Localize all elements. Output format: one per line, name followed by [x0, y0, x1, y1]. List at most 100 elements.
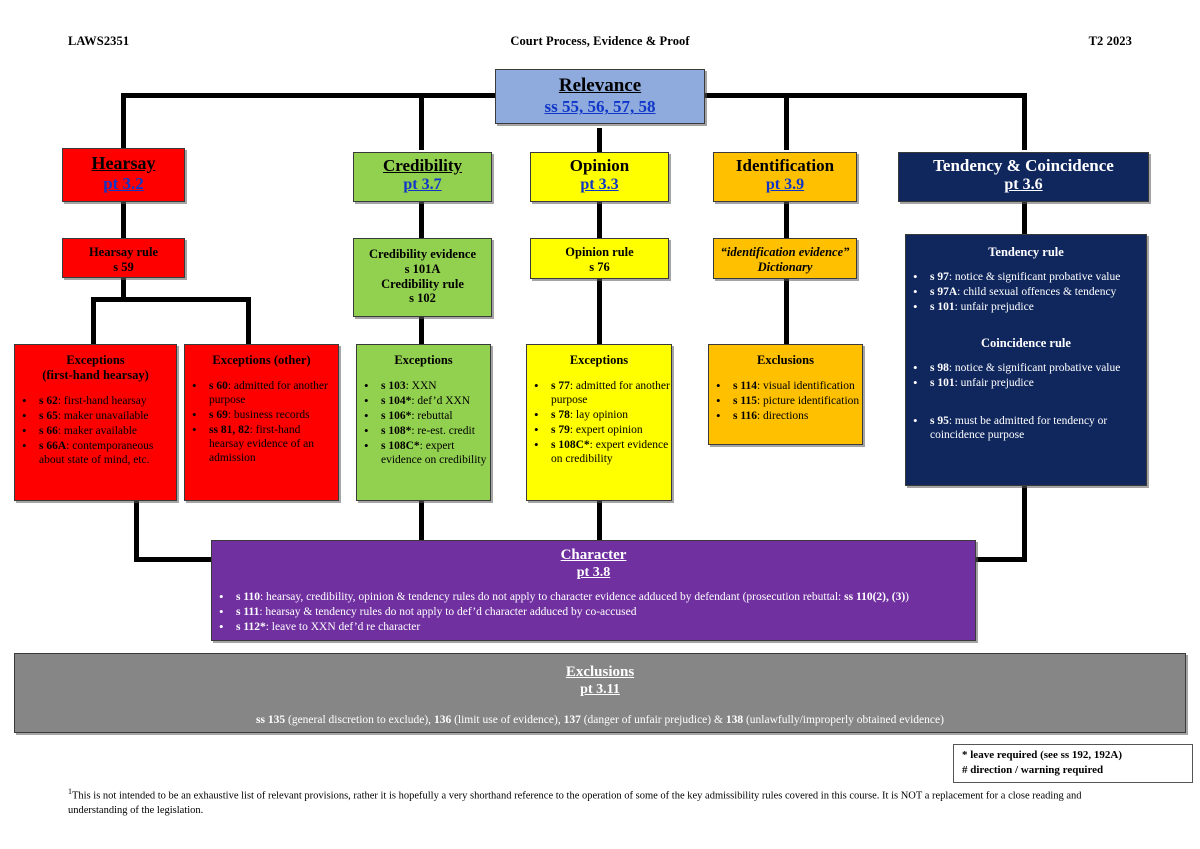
node-identification-exclusions[interactable]: Exclusions s 114: visual identification …	[708, 344, 863, 445]
connector-credibility-bottom-drop	[419, 500, 424, 542]
connector-opinion-bottom-drop	[597, 500, 602, 542]
list-item: s 116: directions	[709, 408, 862, 424]
list-item: s 60: admitted for another purpose	[185, 378, 338, 407]
list-item: s 106*: rebuttal	[357, 408, 490, 424]
list-item: s 69: business records	[185, 407, 338, 423]
item-text: : admitted for another purpose	[551, 379, 670, 406]
detail-plain-0: (general discretion to exclude),	[285, 714, 434, 727]
list-item: s 103: XXN	[357, 378, 490, 394]
item-text: : visual identification	[756, 379, 855, 392]
node-opinion[interactable]: Opinion pt 3.3	[530, 152, 669, 202]
item-ref: s 110	[236, 591, 260, 604]
connector-credibility-to-rule	[419, 202, 424, 238]
item-ref: s 79	[551, 423, 570, 436]
node-credibility-title: Credibility	[382, 156, 463, 175]
item-text: : re-est. credit	[411, 424, 475, 437]
node-opinion-rule[interactable]: Opinion rule s 76	[530, 238, 669, 279]
item-ref: s 66A	[39, 439, 67, 452]
item-text: : XXN	[405, 379, 437, 392]
item-text: : def’d XXN	[411, 394, 471, 407]
node-character[interactable]: Character pt 3.8 s 110: hearsay, credibi…	[211, 540, 976, 641]
item-ref: s 108C*	[381, 439, 420, 452]
node-identification-rule[interactable]: “identification evidence” Dictionary	[713, 238, 857, 279]
item-ref: s 111	[236, 606, 260, 619]
item-text: : expert opinion	[569, 423, 643, 436]
item-text: : maker unavailable	[57, 409, 149, 422]
connector-drop-hearsay	[121, 93, 126, 150]
node-relevance-title: Relevance	[558, 75, 642, 96]
list-item: s 66: maker available	[15, 423, 176, 439]
list-item: s 78: lay opinion	[527, 407, 671, 423]
connector-hearsay-split-left	[91, 297, 96, 345]
node-opinion-exceptions[interactable]: Exceptions s 77: admitted for another pu…	[526, 344, 672, 501]
item-ref: ss 81, 82	[209, 423, 250, 436]
node-hearsay-exceptions-other[interactable]: Exceptions (other) s 60: admitted for an…	[184, 344, 339, 501]
list-item: s 108C*: expert evidence on credibility	[357, 438, 490, 467]
list-item: s 79: expert opinion	[527, 422, 671, 438]
credibility-rule-line4: s 102	[409, 291, 436, 306]
node-credibility-exceptions[interactable]: Exceptions s 103: XXN s 104*: def’d XXN …	[356, 344, 491, 501]
list-item: s 108*: re-est. credit	[357, 423, 490, 439]
connector-hearsay-to-rule	[121, 202, 126, 238]
connector-drop-credibility	[419, 93, 424, 150]
item-text: : unfair prejudice	[954, 376, 1034, 389]
node-tendency-rules[interactable]: Tendency rule s 97: notice & significant…	[905, 234, 1147, 486]
exceptions-first-hand-title-2: (first-hand hearsay)	[42, 367, 149, 382]
node-exclusions-bar[interactable]: Exclusions pt 3.11 ss 135 (general discr…	[14, 653, 1186, 733]
node-tendency[interactable]: Tendency & Coincidence pt 3.6	[898, 152, 1149, 202]
coincidence-rule-list: s 98: notice & significant probative val…	[906, 360, 1146, 391]
node-opinion-title: Opinion	[569, 156, 630, 175]
detail-bold-1: 136	[433, 714, 452, 727]
detail-bold-2: 137	[563, 714, 581, 727]
item-ref: s 101	[930, 376, 955, 389]
item-ref: s 66	[39, 424, 58, 437]
exclusions-bar-detail: ss 135 (general discretion to exclude), …	[15, 714, 1185, 728]
legend-line-2: # direction / warning required	[962, 763, 1104, 776]
item-ref: s 97	[930, 270, 949, 283]
connector-hearsay-split	[91, 297, 251, 302]
item-text: : contemporaneous about state of mind, e…	[39, 439, 154, 466]
footnote-marker: 1	[68, 787, 72, 796]
item-text: : expert evidence on credibility	[551, 438, 669, 465]
character-list: s 110: hearsay, credibility, opinion & t…	[212, 589, 975, 635]
node-identification[interactable]: Identification pt 3.9	[713, 152, 857, 202]
list-item: ss 81, 82: first-hand hearsay evidence o…	[185, 422, 338, 465]
footnote-text: This is not intended to be an exhaustive…	[68, 790, 1082, 816]
item-ref: s 114	[733, 379, 757, 392]
node-relevance[interactable]: Relevance ss 55, 56, 57, 58	[495, 69, 705, 124]
node-relevance-sections: ss 55, 56, 57, 58	[544, 97, 656, 117]
node-hearsay-exceptions-first-hand[interactable]: Exceptions (first-hand hearsay) s 62: fi…	[14, 344, 177, 501]
connector-drop-tendency	[1022, 93, 1027, 150]
list-item: s 101: unfair prejudice	[906, 299, 1146, 315]
node-credibility[interactable]: Credibility pt 3.7	[353, 152, 492, 202]
header-course-code: LAWS2351	[68, 34, 130, 48]
list-item: s 62: first-hand hearsay	[15, 392, 176, 408]
node-credibility-rule[interactable]: Credibility evidence s 101A Credibility …	[353, 238, 492, 317]
connector-hearsay-bottom-run	[134, 557, 214, 562]
item-ref: s 95	[930, 414, 949, 427]
list-item: s 111: hearsay & tendency rules do not a…	[212, 604, 975, 620]
list-item: s 66A: contemporaneous about state of mi…	[15, 438, 176, 467]
coincidence-rule-title: Coincidence rule	[981, 335, 1071, 350]
exceptions-first-hand-title-1: Exceptions	[66, 353, 125, 367]
connector-tendency-to-rule	[1022, 202, 1027, 234]
item-text: : child sexual offences & tendency	[957, 285, 1117, 298]
node-tendency-title: Tendency & Coincidence	[933, 156, 1114, 175]
item-ref: s 115	[733, 394, 757, 407]
detail-bold-0: ss 135	[256, 714, 286, 727]
item-text: : picture identification	[756, 394, 860, 407]
tendency-extra-list: s 95: must be admitted for tendency or c…	[906, 413, 1146, 442]
item-ref-2: ss 110(2), (3)	[844, 591, 906, 604]
connector-tendency-bottom-run	[972, 557, 1027, 562]
item-text: : notice & significant probative value	[948, 361, 1121, 374]
identification-rule-line1: “identification evidence”	[720, 245, 850, 259]
item-text: : hearsay & tendency rules do not apply …	[259, 606, 637, 619]
node-hearsay[interactable]: Hearsay pt 3.2	[62, 148, 185, 202]
connector-tendency-bottom-drop	[1022, 485, 1027, 562]
node-hearsay-rule[interactable]: Hearsay rule s 59	[62, 238, 185, 278]
detail-plain-3: (unlawfully/improperly obtained evidence…	[743, 714, 944, 727]
credibility-rule-line1: Credibility evidence	[368, 247, 477, 261]
credibility-rule-line3: Credibility rule	[381, 276, 464, 291]
connector-hearsay-split-right	[246, 297, 251, 345]
legend-line-1: * leave required (see ss 192, 192A)	[962, 749, 1122, 761]
